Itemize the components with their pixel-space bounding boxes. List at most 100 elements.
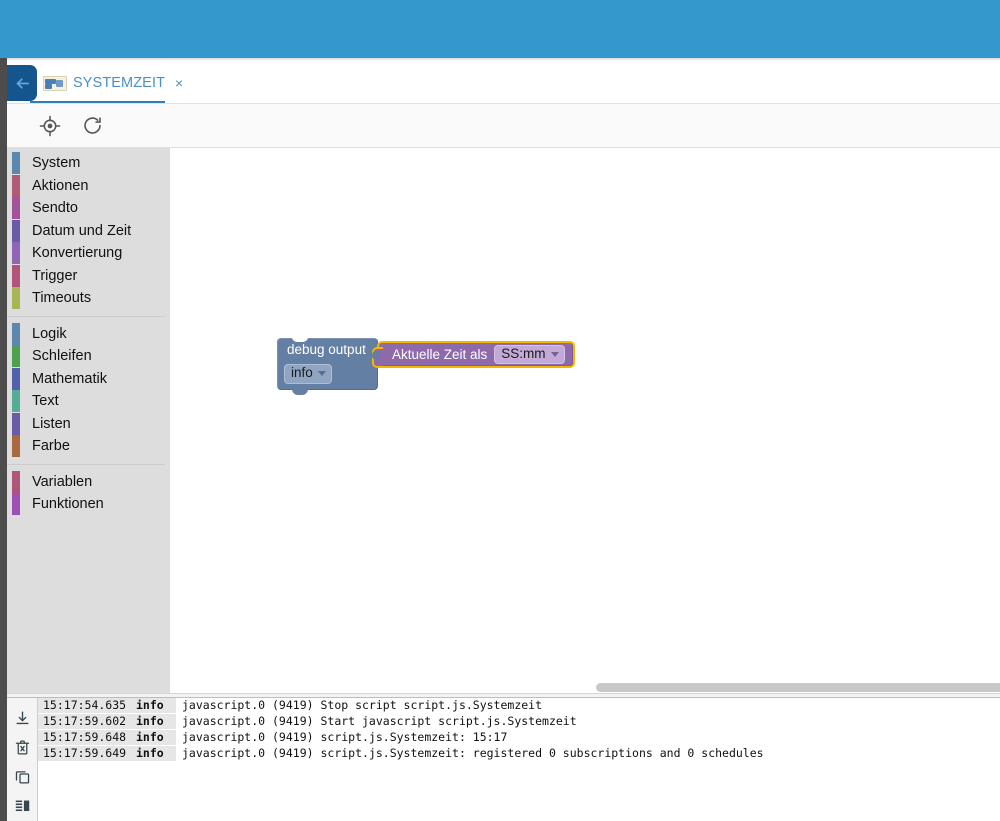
target-crosshair-icon bbox=[39, 115, 61, 137]
log-message: javascript.0 (9419) script.js.Systemzeit… bbox=[176, 746, 1000, 761]
category-label: Logik bbox=[32, 326, 67, 342]
category-color-swatch bbox=[12, 287, 20, 309]
log-message: javascript.0 (9419) Start javascript scr… bbox=[176, 714, 1000, 729]
category-label: Variablen bbox=[32, 474, 92, 490]
back-button[interactable] bbox=[7, 65, 37, 101]
log-row[interactable]: 15:17:59.602 info javascript.0 (9419) St… bbox=[38, 714, 1000, 730]
tab-strip: SYSTEMZEIT × bbox=[7, 61, 1000, 104]
download-log-button[interactable] bbox=[7, 704, 38, 733]
category-color-swatch bbox=[12, 390, 20, 412]
log-severity: info bbox=[136, 730, 176, 745]
block-output-plug-socket bbox=[372, 351, 380, 360]
block-debug-output[interactable]: debug output info bbox=[277, 338, 378, 390]
block-stack[interactable]: debug output info Aktuelle Zeit als SS:m… bbox=[277, 338, 378, 390]
category-color-swatch bbox=[12, 242, 20, 264]
clear-log-button[interactable] bbox=[7, 733, 38, 762]
workspace-horizontal-scrollbar-thumb[interactable] bbox=[596, 683, 1000, 692]
category-mathematik[interactable]: Mathematik bbox=[7, 368, 170, 391]
category-funktionen[interactable]: Funktionen bbox=[7, 493, 170, 516]
time-format-dropdown[interactable]: SS:mm bbox=[494, 345, 564, 365]
category-color-swatch bbox=[12, 152, 20, 174]
blockly-canvas[interactable]: debug output info Aktuelle Zeit als SS:m… bbox=[170, 148, 1000, 693]
page-vertical-scrollbar-thumb[interactable] bbox=[0, 58, 7, 821]
blockly-script-icon bbox=[43, 76, 67, 91]
log-row[interactable]: 15:17:54.635 info javascript.0 (9419) St… bbox=[38, 698, 1000, 714]
category-label: Datum und Zeit bbox=[32, 223, 131, 239]
toggle-columns-icon bbox=[14, 797, 31, 814]
category-label: Mathematik bbox=[32, 371, 107, 387]
copy-log-icon bbox=[14, 768, 31, 785]
blockly-toolbox: System Aktionen Sendto Datum und Zeit Ko… bbox=[7, 148, 170, 693]
chevron-down-icon bbox=[551, 352, 559, 357]
category-label: Text bbox=[32, 393, 59, 409]
app-header-bar bbox=[0, 0, 1000, 58]
debug-level-value: info bbox=[291, 366, 313, 381]
category-color-swatch bbox=[12, 197, 20, 219]
copy-log-button[interactable] bbox=[7, 762, 38, 791]
log-timestamp: 15:17:59.648 bbox=[38, 730, 136, 745]
debug-level-dropdown[interactable]: info bbox=[284, 364, 332, 384]
category-color-swatch bbox=[12, 471, 20, 493]
category-konvertierung[interactable]: Konvertierung bbox=[7, 242, 170, 265]
category-datum-und-zeit[interactable]: Datum und Zeit bbox=[7, 220, 170, 243]
category-label: Trigger bbox=[32, 268, 77, 284]
log-list[interactable]: 15:17:54.635 info javascript.0 (9419) St… bbox=[38, 698, 1000, 821]
category-color-swatch bbox=[12, 413, 20, 435]
log-timestamp: 15:17:59.602 bbox=[38, 714, 136, 729]
back-arrow-icon bbox=[14, 75, 31, 92]
time-format-value: SS:mm bbox=[501, 347, 545, 362]
category-sendto[interactable]: Sendto bbox=[7, 197, 170, 220]
category-farbe[interactable]: Farbe bbox=[7, 435, 170, 458]
refresh-icon bbox=[82, 115, 103, 136]
log-row[interactable]: 15:17:59.649 info javascript.0 (9419) sc… bbox=[38, 746, 1000, 762]
log-severity: info bbox=[136, 698, 176, 713]
log-toolbar bbox=[7, 698, 38, 821]
category-label: System bbox=[32, 155, 80, 171]
category-text[interactable]: Text bbox=[7, 390, 170, 413]
block-bottom-tab bbox=[292, 389, 308, 395]
toolbox-separator bbox=[7, 464, 165, 465]
category-timeouts[interactable]: Timeouts bbox=[7, 287, 170, 310]
log-timestamp: 15:17:59.649 bbox=[38, 746, 136, 761]
log-message: javascript.0 (9419) Stop script script.j… bbox=[176, 698, 1000, 713]
blockly-workspace[interactable]: System Aktionen Sendto Datum und Zeit Ko… bbox=[7, 148, 1000, 693]
download-log-icon bbox=[14, 710, 31, 727]
page-vertical-scrollbar[interactable] bbox=[0, 58, 7, 821]
tab-systemzeit[interactable]: SYSTEMZEIT × bbox=[37, 65, 191, 101]
category-schleifen[interactable]: Schleifen bbox=[7, 345, 170, 368]
toolbox-group-core: Logik Schleifen Mathematik Text Listen bbox=[7, 323, 170, 458]
category-trigger[interactable]: Trigger bbox=[7, 265, 170, 288]
category-listen[interactable]: Listen bbox=[7, 413, 170, 436]
clear-log-icon bbox=[14, 739, 31, 756]
category-color-swatch bbox=[12, 435, 20, 457]
toolbox-separator bbox=[7, 316, 165, 317]
category-variablen[interactable]: Variablen bbox=[7, 471, 170, 494]
reload-button[interactable] bbox=[77, 111, 107, 141]
log-severity: info bbox=[136, 746, 176, 761]
log-severity: info bbox=[136, 714, 176, 729]
workspace-horizontal-scrollbar[interactable] bbox=[7, 682, 1000, 693]
category-label: Listen bbox=[32, 416, 71, 432]
category-aktionen[interactable]: Aktionen bbox=[7, 175, 170, 198]
log-row[interactable]: 15:17:59.648 info javascript.0 (9419) sc… bbox=[38, 730, 1000, 746]
category-system[interactable]: System bbox=[7, 152, 170, 175]
category-color-swatch bbox=[12, 265, 20, 287]
category-label: Konvertierung bbox=[32, 245, 122, 261]
block-debug-output-label: debug output bbox=[287, 342, 366, 357]
block-debug-output-body[interactable]: debug output info bbox=[277, 338, 378, 390]
block-aktuelle-zeit-label: Aktuelle Zeit als bbox=[392, 347, 487, 362]
toggle-columns-button[interactable] bbox=[7, 791, 38, 820]
category-color-swatch bbox=[12, 493, 20, 515]
tab-close-icon[interactable]: × bbox=[175, 76, 183, 90]
center-blocks-button[interactable] bbox=[35, 111, 65, 141]
log-panel: 15:17:54.635 info javascript.0 (9419) St… bbox=[7, 698, 1000, 821]
category-color-swatch bbox=[12, 175, 20, 197]
log-message: javascript.0 (9419) script.js.Systemzeit… bbox=[176, 730, 1000, 745]
toolbox-group-user: Variablen Funktionen bbox=[7, 471, 170, 516]
chevron-down-icon bbox=[318, 371, 326, 376]
category-color-swatch bbox=[12, 323, 20, 345]
block-aktuelle-zeit-als[interactable]: Aktuelle Zeit als SS:mm bbox=[377, 341, 575, 368]
category-label: Farbe bbox=[32, 438, 70, 454]
category-logik[interactable]: Logik bbox=[7, 323, 170, 346]
